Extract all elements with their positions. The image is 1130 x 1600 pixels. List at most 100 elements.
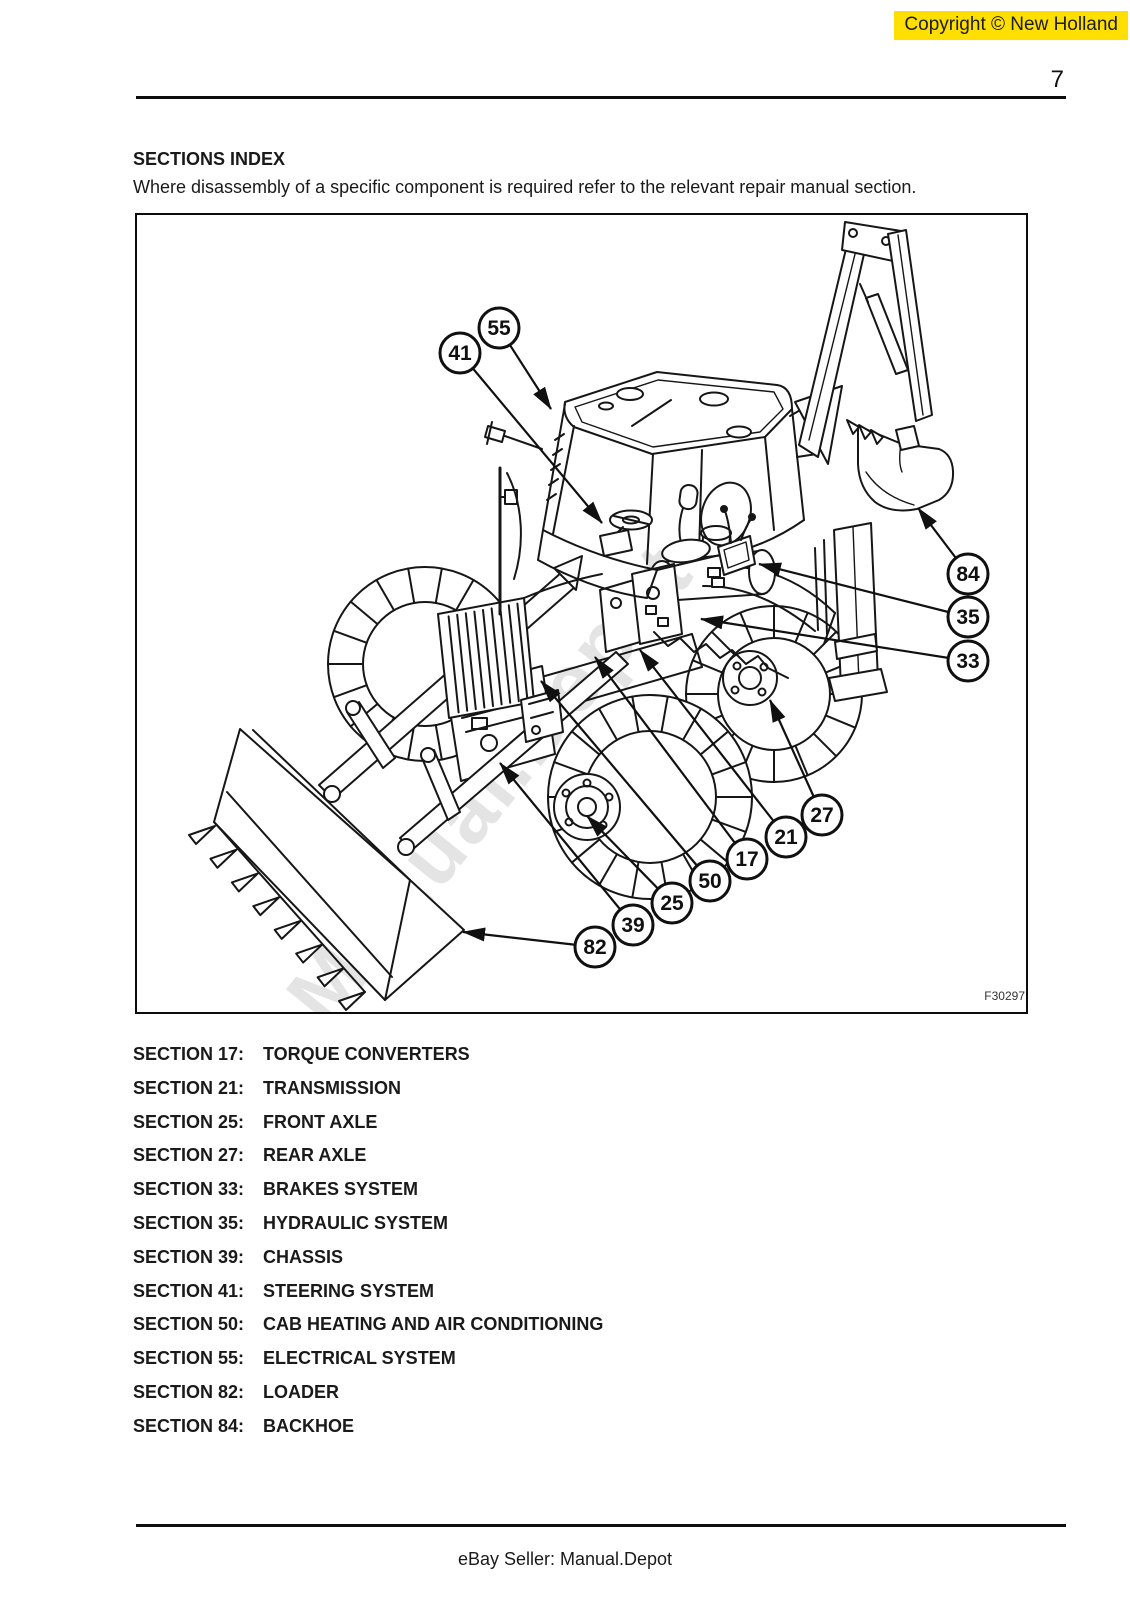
- driveshaft: [653, 631, 769, 669]
- backhoe-boom: [794, 221, 933, 465]
- section-number-label: SECTION 55:: [133, 1348, 245, 1369]
- callout-number: 82: [583, 936, 606, 959]
- header-rule: [136, 96, 1066, 99]
- section-row: SECTION 41:STEERING SYSTEM: [133, 1275, 603, 1309]
- callout-leader-line: [639, 649, 787, 838]
- callout-circle: [946, 595, 990, 639]
- stabilizer-leg: [814, 522, 888, 702]
- section-name: REAR AXLE: [263, 1145, 367, 1166]
- section-row: SECTION 33: BRAKES SYSTEM: [133, 1173, 603, 1207]
- bucket-teeth: [188, 825, 366, 1011]
- callout-circle: [946, 552, 990, 596]
- section-number-label: SECTION 21:: [133, 1077, 245, 1098]
- callout-84: 84: [917, 507, 990, 596]
- machine-illustration: [188, 221, 955, 1011]
- section-row: SECTION 50: CAB HEATING AND AIR CONDITION…: [133, 1308, 603, 1342]
- callout-leader-line: [540, 680, 711, 882]
- callout-leader-line: [462, 927, 596, 949]
- callout-circle: [946, 639, 990, 683]
- front-right-tire: [547, 694, 753, 900]
- callout-50: 50: [540, 680, 732, 903]
- section-name: BACKHOE: [263, 1415, 355, 1436]
- callout-21: 21: [639, 649, 808, 859]
- joystick-control: [707, 505, 756, 588]
- sections-list: SECTION 17: TORQUE CONVERTERS SECTION 21: T…: [133, 1038, 603, 1444]
- callout-35: 35: [758, 562, 990, 639]
- callout-leader-line: [499, 762, 634, 926]
- callout-25: 25: [586, 815, 694, 925]
- section-number-label: SECTION 82:: [133, 1381, 245, 1402]
- callout-number: 25: [660, 892, 684, 915]
- section-name: TRANSMISSION: [263, 1077, 402, 1098]
- callout-number: 17: [735, 848, 758, 871]
- callout-leader-line: [594, 656, 748, 860]
- grille-panel: [437, 573, 603, 743]
- callout-circle: [650, 881, 694, 925]
- section-number-label: SECTION 17:: [133, 1044, 245, 1064]
- figure-code: F30297: [984, 989, 1025, 1003]
- section-name: STEERING SYSTEM: [263, 1280, 435, 1301]
- callout-circle: [438, 331, 482, 375]
- callout-41: 41: [438, 331, 603, 524]
- section-number-label: SECTION 84:: [133, 1415, 245, 1436]
- intro-text: Where disassembly of a specific componen…: [133, 177, 917, 197]
- section-row: SECTION 39: CHASSIS: [133, 1241, 603, 1275]
- mirror: [484, 421, 543, 450]
- section-name: ELECTRICAL SYSTEM: [263, 1348, 456, 1369]
- roof-wiper: [631, 399, 672, 427]
- callout-82: 82: [462, 925, 617, 969]
- callout-number: 35: [956, 606, 980, 629]
- footer-rule: [136, 1524, 1066, 1527]
- section-row: SECTION 55: ELECTRICAL SYSTEM: [133, 1342, 603, 1376]
- page-number: 7: [1050, 66, 1064, 93]
- section-number-label: SECTION 50:: [133, 1314, 245, 1335]
- section-name: FRONT AXLE: [263, 1111, 378, 1132]
- section-number-label: SECTION 35:: [133, 1212, 245, 1233]
- callout-55: 55: [477, 306, 552, 410]
- callout-39: 39: [499, 762, 655, 947]
- callout-27: 27: [768, 699, 844, 837]
- section-row: SECTION 82:LOADER: [133, 1376, 603, 1410]
- callout-circle: [688, 859, 732, 903]
- steering-wheel: [599, 509, 653, 557]
- section-row: SECTION 35: HYDRAULIC SYSTEM: [133, 1207, 603, 1241]
- section-number-label: SECTION 39:: [133, 1246, 245, 1267]
- section-name: HYDRAULIC SYSTEM: [263, 1212, 449, 1233]
- section-row: SECTION 21: TRANSMISSION: [133, 1072, 603, 1106]
- callout-leader-line: [700, 615, 969, 663]
- callout-leader-line: [758, 562, 969, 619]
- callout-circle: [800, 793, 844, 837]
- section-number-label: SECTION 27:: [133, 1145, 245, 1166]
- callout-number: 33: [956, 650, 979, 673]
- backhoe-loader-figure: Manual.Depot: [188, 221, 1025, 1012]
- callout-circle: [764, 815, 808, 859]
- page-title: SECTIONS INDEX: [133, 149, 286, 169]
- section-number-label: SECTION 33:: [133, 1179, 245, 1200]
- callout-leader-line: [459, 352, 603, 524]
- section-name: BRAKES SYSTEM: [263, 1179, 419, 1200]
- section-name: CHASSIS: [263, 1246, 344, 1267]
- callout-number: 84: [956, 563, 980, 586]
- callout-number: 21: [774, 826, 798, 849]
- footer-seller-text: eBay Seller: Manual.Depot: [457, 1549, 673, 1569]
- section-name: TORQUE CONVERTERS: [263, 1044, 470, 1064]
- section-row: SECTION 25: FRONT AXLE: [133, 1106, 603, 1140]
- section-row: SECTION 84: BACKHOE: [133, 1410, 603, 1444]
- operator-seat: [661, 481, 752, 564]
- section-row: SECTION 27: REAR AXLE: [133, 1139, 603, 1173]
- section-name: CAB HEATING AND AIR CONDITIONING: [263, 1314, 604, 1335]
- callout-circle: [725, 837, 769, 881]
- cab: [484, 371, 818, 616]
- callout-circle: [611, 903, 655, 947]
- copyright-banner: Copyright © New Holland: [894, 11, 1128, 40]
- antenna: [498, 466, 522, 616]
- callout-number: 39: [621, 914, 644, 937]
- callout-number: 27: [810, 804, 833, 827]
- section-number-label: SECTION 25:: [133, 1111, 245, 1132]
- rear-axle-hub: [722, 650, 778, 706]
- callout-33: 33: [700, 615, 990, 683]
- callout-circle: [573, 925, 617, 969]
- callout-number: 41: [448, 342, 472, 365]
